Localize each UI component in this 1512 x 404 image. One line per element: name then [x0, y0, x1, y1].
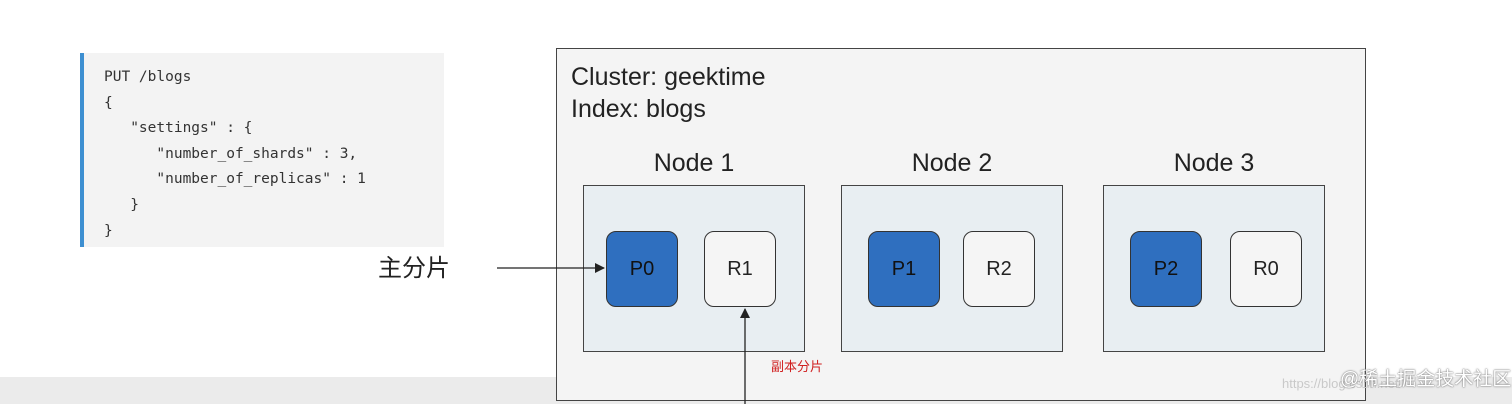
code-line: "number_of_shards" : 3, — [104, 145, 358, 162]
code-line: } — [104, 222, 113, 239]
cluster-name: Cluster: geektime — [571, 63, 766, 91]
index-name: Index: blogs — [571, 95, 706, 123]
replica-shard-r0: R0 — [1230, 231, 1302, 307]
node-1-title: Node 1 — [653, 149, 735, 177]
code-line: { — [104, 94, 113, 111]
code-block: PUT /blogs { "settings" : { "number_of_s… — [80, 53, 444, 247]
code-line: "number_of_replicas" : 1 — [104, 171, 366, 188]
replica-shard-label: 副本分片 — [771, 359, 824, 374]
primary-shard-p0: P0 — [606, 231, 678, 307]
node-3-title: Node 3 — [1173, 149, 1255, 177]
replica-shard-r1: R1 — [704, 231, 776, 307]
code-line: PUT /blogs — [104, 69, 192, 85]
primary-shard-p2: P2 — [1130, 231, 1202, 307]
node-2-title: Node 2 — [911, 149, 993, 177]
watermark-url: https://blog.csdn.net/ — [1282, 376, 1402, 391]
code-line: "settings" : { — [104, 120, 253, 137]
code-line: } — [104, 196, 139, 213]
watermark-brand: @稀土掘金技术社区 — [1340, 369, 1512, 390]
primary-shard-p1: P1 — [868, 231, 940, 307]
primary-shard-label: 主分片 — [378, 255, 450, 282]
replica-shard-r2: R2 — [963, 231, 1035, 307]
